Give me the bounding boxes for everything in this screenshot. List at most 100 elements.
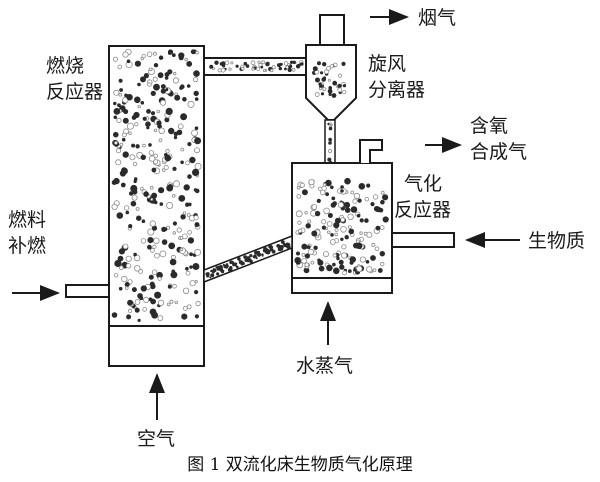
bed-particle [115,159,122,166]
bed-particle [165,107,173,116]
cyclone-gas-outlet [319,14,345,46]
bed-particle [299,182,305,188]
combustion-reactor-label-line1: 燃烧 [46,55,84,77]
bed-particle [194,137,202,145]
bed-particle [117,64,123,70]
bed-particle [114,140,118,145]
bed-particle [146,244,152,250]
bed-particle [243,61,248,66]
bed-particle [125,263,132,269]
bed-particle [249,259,253,264]
bed-particle [113,101,117,106]
bed-particle [350,190,355,195]
bed-particle [320,84,324,88]
bed-particle [118,78,123,83]
bed-particle [131,194,138,201]
bed-particle [382,216,389,223]
combustion-reactor-label-line2: 反应器 [46,81,103,103]
bed-particle [126,93,133,101]
bed-particle [340,226,347,233]
bed-particle [160,84,166,89]
biomass-label: 生物质 [528,230,585,252]
syngas-label-line1: 含氧 [470,115,508,137]
bed-particle [341,244,347,250]
bed-particle [314,92,320,97]
bed-particle [151,192,158,199]
bed-particle [171,269,176,274]
bed-particle [249,254,253,258]
bed-particle [164,117,170,123]
bed-particle [124,281,130,287]
bed-particle [331,93,337,98]
bed-particle [152,244,157,249]
bed-particle [181,233,188,240]
bed-particle [304,211,308,215]
bed-particle [172,231,176,235]
cyclone-particles [312,61,347,98]
bed-particle [206,274,210,278]
bed-particle [255,257,258,260]
bed-particle [179,247,184,252]
bed-particle [370,202,375,207]
bed-particle [212,271,215,274]
bed-particle [133,179,137,184]
bed-particle [233,262,237,267]
bed-particle [210,269,213,273]
bed-particle [143,73,149,79]
bed-particle [171,53,176,57]
bed-particle [125,210,130,215]
bed-particle [148,67,153,72]
bed-particle [350,206,358,213]
bed-particle [325,192,330,197]
solids-return-pipe [203,234,293,284]
bed-particle [261,254,264,257]
bed-particle [283,243,288,248]
bed-particle [122,117,129,124]
bed-particle [319,189,326,196]
bed-particle [185,266,189,271]
bed-particle [164,154,172,162]
bed-particle [158,127,165,134]
riser-to-cyclone-duct [203,57,307,76]
bed-particle [148,143,152,147]
bed-particle [182,305,188,311]
bed-particle [244,258,248,262]
bed-particle [260,65,264,69]
bed-particle [187,230,192,235]
bed-particle [168,242,176,250]
bed-particle [363,231,368,236]
bed-particle [122,243,129,250]
bed-particle [328,141,332,145]
bed-particle [134,307,140,313]
bed-particle [331,196,336,201]
bed-particle [133,252,137,257]
bed-particle [116,117,122,124]
bed-particle [169,299,174,304]
bed-particle [355,242,363,250]
bed-particle [238,259,241,262]
bed-particle [364,196,369,202]
bed-particle [172,221,177,226]
bed-particle [190,49,196,55]
bed-particle [160,88,166,94]
gasification-reactor-label-line1: 气化 [404,173,442,195]
bed-particle [270,246,273,249]
bed-particle [135,215,142,221]
bed-particle [321,77,327,82]
return-pipe-particles [205,240,291,279]
bed-particle [129,154,136,161]
bed-particle [164,76,169,80]
bed-particle [287,67,292,73]
bed-particle [176,227,182,233]
bed-particle [319,71,324,75]
bed-particle [189,156,196,164]
bed-particle [347,213,354,220]
bed-particle [295,251,300,256]
combustion-reactor [108,45,205,367]
bed-particle [321,219,327,225]
bed-particle [337,87,343,93]
bed-particle [240,66,245,71]
bed-particle [191,129,198,137]
bed-particle [167,49,174,55]
bed-particle [305,223,311,229]
